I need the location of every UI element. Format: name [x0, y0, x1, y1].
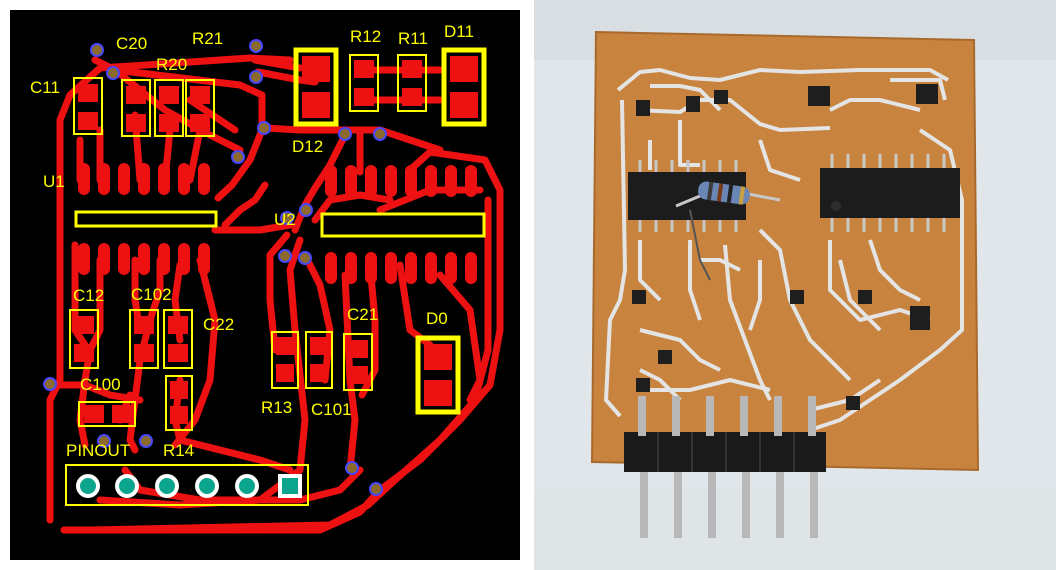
- board-ic-2: [820, 154, 960, 232]
- u1-pads: [78, 163, 210, 275]
- label-c101: C101: [311, 400, 352, 419]
- label-r12: R12: [350, 27, 381, 46]
- u2-outline: [320, 212, 486, 238]
- vias: [43, 39, 387, 496]
- u2-pads: [325, 165, 477, 284]
- label-c102: C102: [131, 285, 172, 304]
- label-c20: C20: [116, 34, 147, 53]
- label-r20: R20: [156, 55, 187, 74]
- label-u1: U1: [43, 172, 65, 191]
- label-pinout: PINOUT: [66, 441, 130, 460]
- pcb-layout-view: C20 R21 R12 R11 D11 C11 R20 D12 U1 U2 C1…: [10, 10, 520, 560]
- label-r21: R21: [192, 29, 223, 48]
- board-photo: [534, 0, 1056, 570]
- label-c22: C22: [203, 315, 234, 334]
- board-resistor: [675, 181, 781, 281]
- pcb-board: [592, 32, 978, 470]
- label-r14: R14: [163, 441, 194, 460]
- u1-outline: [74, 210, 218, 228]
- board-smd-parts: [632, 84, 938, 410]
- label-u2: U2: [274, 210, 296, 229]
- label-r13: R13: [261, 398, 292, 417]
- label-c12: C12: [73, 286, 104, 305]
- pinout-pads: [76, 474, 302, 498]
- label-d0: D0: [426, 309, 448, 328]
- label-d11: D11: [444, 22, 474, 41]
- board-pin-header: [624, 396, 826, 538]
- label-c100: C100: [80, 375, 121, 394]
- component-labels: C20 R21 R12 R11 D11 C11 R20 D12 U1 U2 C1…: [30, 22, 474, 460]
- label-c11: C11: [30, 78, 60, 97]
- smd-components: [65, 47, 487, 506]
- label-c21: C21: [347, 305, 378, 324]
- label-r11: R11: [398, 29, 428, 48]
- label-d12: D12: [292, 137, 323, 156]
